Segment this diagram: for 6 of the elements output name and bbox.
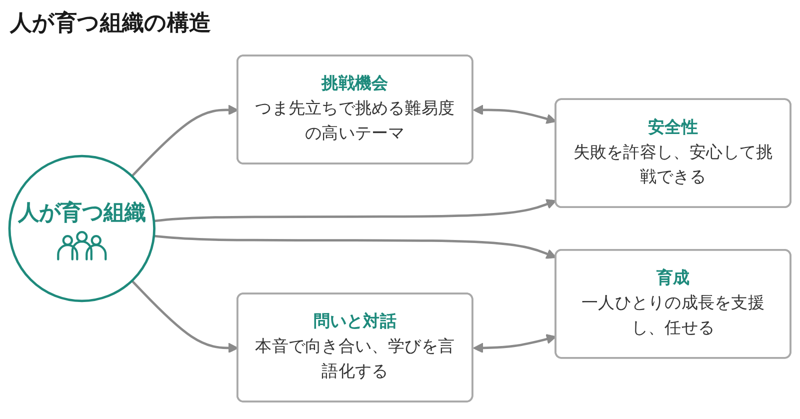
arrow <box>131 280 238 354</box>
arrow <box>131 104 238 178</box>
arrow <box>154 199 557 222</box>
node-circle: 人が育つ組織 <box>8 154 156 302</box>
diagram-title: 人が育つ組織の構造 <box>10 10 211 38</box>
arrow <box>154 234 557 259</box>
